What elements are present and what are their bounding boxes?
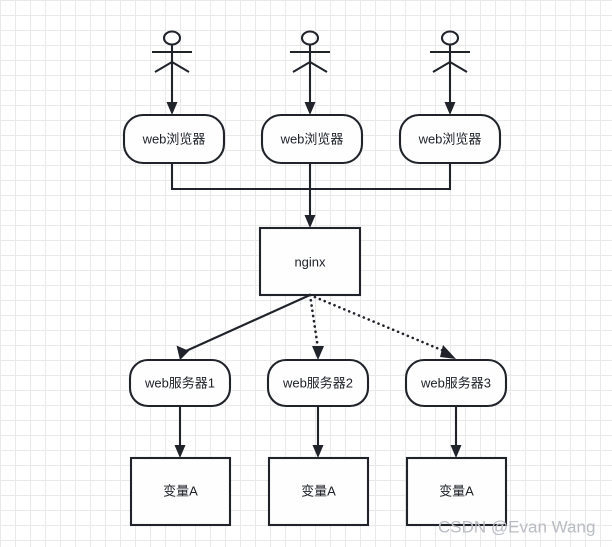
actor-head-icon [300,30,320,46]
actor-group-middle [290,30,330,73]
arrow-head-icon [444,102,456,115]
node-nginx-label: nginx [294,254,326,269]
node-browser-2-shape[interactable] [260,113,364,165]
node-server-2[interactable]: web服务器2 [266,358,370,408]
actor-leg-right-icon [449,61,468,73]
actor-group-right [430,30,470,73]
actor-group-left [152,30,192,73]
node-nginx-shape[interactable] [258,226,362,297]
arrow-head-icon [312,445,324,458]
node-server-3[interactable]: web服务器3 [404,358,508,408]
arrow-head-icon [176,345,189,360]
arrow-head-icon [450,445,462,458]
actor-head-icon [440,30,460,46]
arrow-head-icon [440,345,456,359]
edge-line [185,294,311,352]
node-server-1-label: web服务器1 [144,375,215,390]
node-browser-3[interactable]: web浏览器 [398,113,502,165]
node-variable-2[interactable]: 变量A [267,456,370,527]
node-server-1[interactable]: web服务器1 [128,358,232,408]
edge-line [308,293,320,350]
edge-actor-to-browser-right [444,62,456,115]
node-variable-2-shape[interactable] [267,456,370,527]
node-browser-1[interactable]: web浏览器 [122,113,226,165]
edge-browser-left-to-bus [170,163,310,191]
edge-server-3-to-variable-3 [450,406,462,458]
node-variable-3[interactable]: 变量A [405,456,508,527]
node-server-3-label: web服务器3 [420,375,491,390]
arrow-head-icon [166,102,178,115]
node-nginx[interactable]: nginx [258,226,362,297]
node-browser-1-shape[interactable] [122,113,226,165]
actor-leg-left-icon [292,61,311,73]
node-variable-2-label: 变量A [301,483,336,498]
node-browser-2-label: web浏览器 [280,131,344,146]
edge-nginx-to-server-2 [308,293,324,360]
node-browser-3-label: web浏览器 [418,131,482,146]
watermark: CSDN @Evan Wang [438,517,595,536]
actor-leg-right-icon [309,61,328,73]
edge-actor-to-browser-middle [304,62,316,115]
node-variable-3-label: 变量A [439,483,474,498]
edge-nginx-to-server-1 [176,294,311,360]
edge-server-1-to-variable-1 [174,406,186,458]
edge-server-2-to-variable-2 [312,406,324,458]
actor-head-icon [162,30,182,46]
arrow-head-icon [312,346,324,360]
arrow-head-icon [304,102,316,115]
actor-leg-right-icon [171,61,190,73]
edge-nginx-to-server-3 [308,293,456,359]
arrow-head-icon [174,445,186,458]
node-variable-1[interactable]: 变量A [129,456,232,527]
actor-leg-left-icon [154,61,173,73]
node-variable-3-shape[interactable] [405,456,508,527]
node-server-2-label: web服务器2 [282,375,353,390]
node-browser-1-label: web浏览器 [142,131,206,146]
actor-leg-left-icon [432,61,451,73]
node-browser-2[interactable]: web浏览器 [260,113,364,165]
edge-actor-to-browser-left [166,62,178,115]
edge-line [308,293,446,353]
arrow-head-icon [304,215,316,228]
edge-browser-right-to-bus [310,163,452,191]
edge-bus-to-nginx [304,163,316,228]
node-variable-1-label: 变量A [163,483,198,498]
node-variable-1-shape[interactable] [129,456,232,527]
